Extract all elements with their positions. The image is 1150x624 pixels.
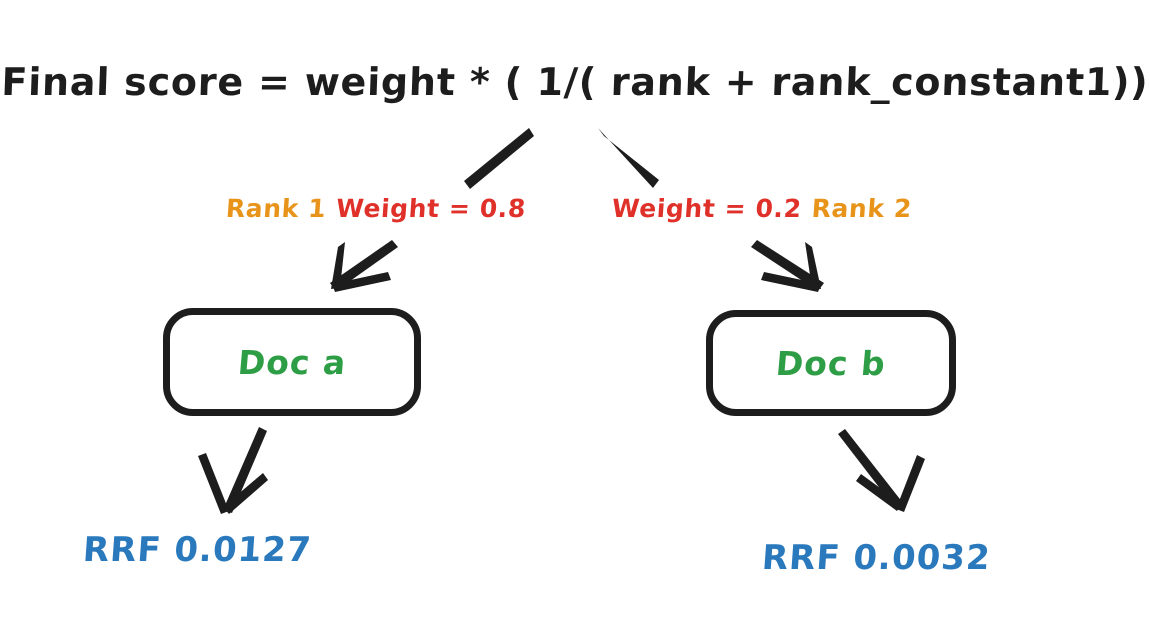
arrow-doc-a-to-rrf-barb-right — [223, 473, 268, 514]
arrow-doc-a-to-rrf-barb-left — [198, 453, 229, 514]
arrow-formula-to-doc-b-shaft — [598, 128, 659, 188]
arrow-formula-to-doc-b-head-shaft — [751, 240, 824, 291]
rrf-result-right: RRF 0.0032 — [760, 538, 993, 578]
arrow-formula-to-doc-a-barb-lower — [332, 272, 391, 292]
weight-label-left: Weight = 0.8 — [335, 194, 527, 223]
arrow-formula-to-doc-b-barb-upper — [805, 242, 821, 289]
arrow-formula-to-doc-a-barb-upper — [331, 242, 345, 289]
arrow-formula-to-doc-a-head-shaft — [330, 240, 398, 291]
page-title-formula: Final score = weight * ( 1/( rank + rank… — [0, 60, 1150, 104]
rank-label-left: Rank 1 — [224, 194, 328, 223]
arrow-formula-to-doc-b-barb-lower — [761, 272, 821, 292]
weight-label-right: Weight = 0.2 — [610, 194, 803, 223]
arrow-doc-b-to-rrf-barb-left — [856, 474, 902, 511]
rrf-result-left: RRF 0.0127 — [81, 530, 314, 570]
doc-node-a-label: Doc a — [236, 342, 348, 382]
arrow-doc-a-to-rrf-shaft — [223, 427, 267, 513]
doc-node-a[interactable]: Doc a — [163, 308, 421, 416]
arrow-doc-b-to-rrf-barb-right — [896, 455, 925, 512]
rank-label-right: Rank 2 — [810, 194, 913, 223]
arrow-formula-to-doc-a-shaft — [464, 128, 534, 189]
arrow-doc-b-to-rrf-shaft — [838, 429, 903, 508]
doc-node-b-label: Doc b — [774, 343, 888, 383]
doc-node-b[interactable]: Doc b — [706, 310, 956, 416]
